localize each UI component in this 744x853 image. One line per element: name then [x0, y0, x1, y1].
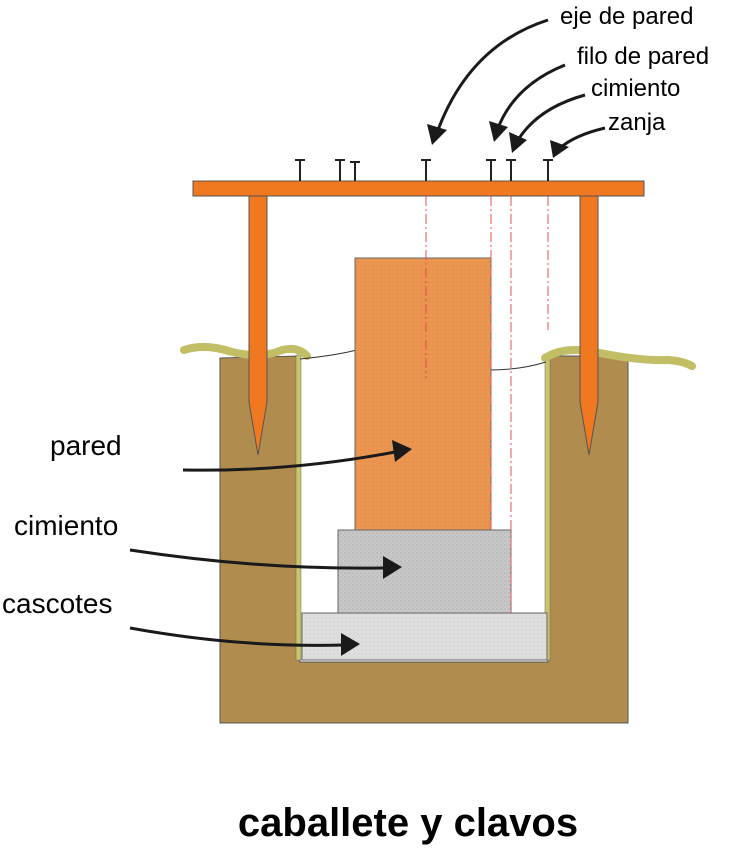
nail-icon — [295, 159, 305, 181]
arrow-cascotes — [129, 626, 346, 647]
nails — [295, 159, 553, 181]
arrow-zanja — [559, 126, 606, 150]
arrow-filo-de-pared — [496, 63, 566, 129]
guide-lines — [425, 196, 549, 612]
arrowhead-icon — [392, 440, 412, 462]
nail-icon — [350, 161, 360, 181]
foundation-block — [337, 529, 512, 614]
stake-right — [579, 195, 599, 456]
ground-surface-left — [180, 343, 311, 360]
arrowheads — [341, 121, 569, 656]
label-cascotes: cascotes — [2, 588, 113, 619]
arrowhead-icon — [550, 140, 569, 158]
nail-icon — [543, 159, 553, 181]
stake-left — [248, 195, 268, 456]
label-filo-de-pared: filo de pared — [577, 43, 709, 70]
label-zanja: zanja — [608, 109, 666, 136]
nail-icon — [421, 159, 431, 181]
arrow-cimiento — [129, 548, 386, 570]
arrow-eje-de-pared — [436, 18, 549, 131]
label-eje-de-pared: eje de pared — [560, 3, 693, 30]
label-pared: pared — [50, 430, 122, 461]
rubble-layer — [301, 612, 548, 661]
arrowhead-icon — [509, 132, 527, 153]
arrowhead-icon — [427, 124, 447, 145]
wall-block — [354, 257, 492, 531]
nail-icon — [335, 159, 345, 181]
trench-lining-left — [295, 354, 302, 661]
arrow-cimiento-top — [516, 93, 586, 141]
nail-icon — [506, 159, 516, 181]
batter-board — [192, 180, 645, 197]
arrowhead-icon — [489, 121, 508, 142]
arrowhead-icon — [383, 556, 402, 579]
label-cimiento-top: cimiento — [591, 75, 680, 102]
label-cimiento: cimiento — [14, 510, 118, 541]
arrowhead-icon — [341, 633, 360, 656]
ground-surface-right — [541, 345, 696, 370]
diagram-title: caballete y clavos — [238, 801, 578, 845]
arrows — [129, 18, 606, 647]
arrow-pared — [182, 450, 396, 472]
nail-icon — [486, 159, 496, 181]
